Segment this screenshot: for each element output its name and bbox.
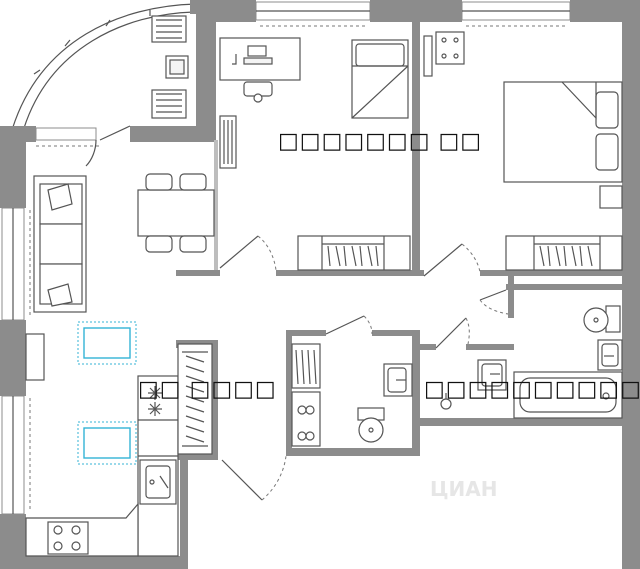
- sofa: [33, 175, 87, 313]
- doors: [219, 235, 509, 501]
- bathtub: [513, 371, 623, 419]
- rug: [77, 321, 137, 365]
- watermark: ЦИАН: [430, 477, 498, 501]
- chair: [423, 31, 465, 77]
- room-label-bedroom: □□□□□□□ □□: [278, 129, 482, 154]
- washbasin: [477, 359, 507, 391]
- balcony-chair: [151, 89, 187, 119]
- balcony-chair: [151, 15, 187, 43]
- single-bed: [351, 39, 409, 119]
- desk: [219, 37, 301, 81]
- washing-machine: [291, 391, 321, 447]
- towel-rail: [440, 393, 452, 410]
- nightstand: [599, 185, 623, 209]
- double-bed: [503, 81, 623, 183]
- rug: [77, 421, 137, 465]
- dining-table: [137, 173, 215, 253]
- tv-stand: [25, 333, 45, 381]
- shelf-unit: [291, 343, 321, 389]
- toilet: [583, 305, 621, 333]
- desk-chair: [243, 81, 273, 103]
- wardrobe: [297, 235, 411, 271]
- room-label-living: □□ □□□□: [138, 377, 277, 402]
- wardrobe: [505, 235, 623, 271]
- windows: [1, 1, 571, 515]
- bookshelf: [219, 115, 237, 169]
- hallway-wardrobe: [177, 343, 213, 455]
- toilet: [357, 407, 385, 443]
- balcony: [11, 0, 206, 131]
- cooktop: [47, 521, 89, 555]
- washbasin: [383, 363, 413, 397]
- room-label-bathroom: □□□□□□□□□□□: [424, 377, 640, 402]
- washbasin: [597, 339, 623, 371]
- kitchen-sink: [139, 459, 177, 505]
- balcony-table: [165, 55, 189, 79]
